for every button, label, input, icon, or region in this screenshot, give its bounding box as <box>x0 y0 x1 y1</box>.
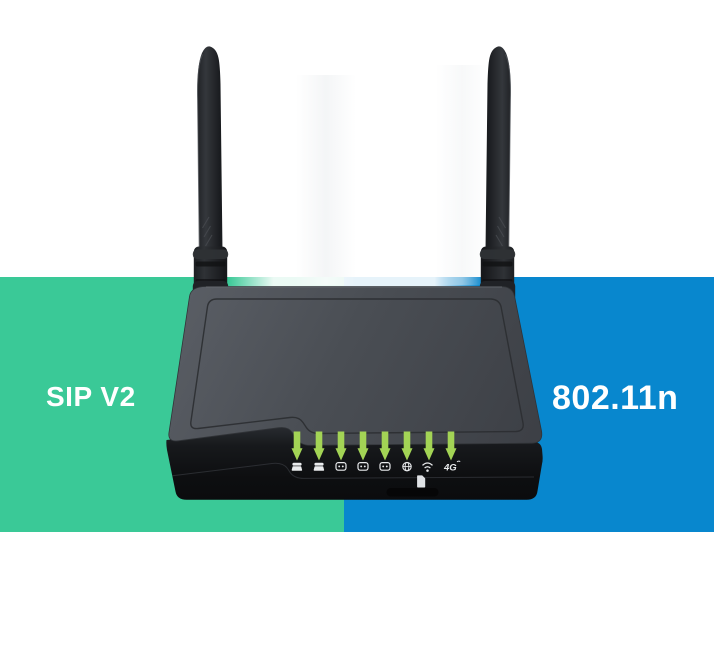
4g-label: 4G <box>443 463 457 474</box>
led-arrow-4 <box>357 431 369 461</box>
antenna-vents <box>202 216 213 247</box>
router-top-surface <box>168 286 543 446</box>
left-feature-label: SIP V2 <box>46 381 136 412</box>
sim-card-icon <box>417 475 426 488</box>
left-antenna <box>192 46 229 302</box>
4g-icon: 4G <box>443 460 461 474</box>
lan-icon <box>379 462 391 471</box>
led-indicators <box>291 431 457 461</box>
sim-slot <box>386 488 439 497</box>
background-shading <box>228 65 488 290</box>
internet-icon <box>402 461 412 472</box>
lan-icon <box>335 462 347 471</box>
lan-icon <box>357 462 369 471</box>
phone-icon <box>313 462 325 471</box>
phone-icon <box>291 462 303 471</box>
led-arrow-1 <box>291 431 303 461</box>
led-arrow-8 <box>445 431 457 461</box>
base-seam <box>172 462 535 479</box>
led-arrow-5 <box>379 431 391 461</box>
antenna-blade <box>197 46 223 252</box>
led-arrow-2 <box>313 431 325 461</box>
led-arrow-6 <box>401 431 413 461</box>
right-feature-label: 802.11n <box>552 379 679 417</box>
led-arrow-7 <box>423 431 435 461</box>
antenna-blade <box>485 46 511 252</box>
panel-icons: 4G <box>291 460 461 488</box>
led-arrow-3 <box>335 431 347 461</box>
antenna-vents <box>495 216 506 247</box>
wifi-icon <box>422 462 433 472</box>
top-groove <box>190 298 524 435</box>
